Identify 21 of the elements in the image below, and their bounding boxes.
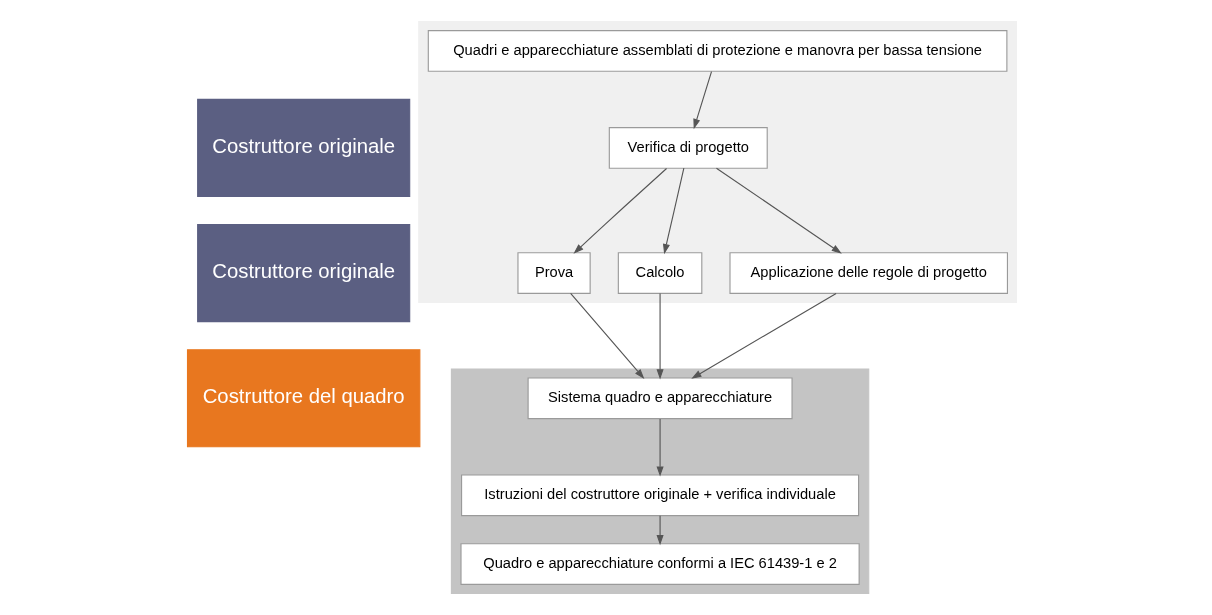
- arrow: [569, 292, 644, 379]
- arrow: [656, 515, 664, 546]
- node-box: Costruttore del quadro: [186, 349, 420, 448]
- node-box: Istruzioni del costruttore originale + verifica individuale: [460, 474, 859, 517]
- arrow: [573, 167, 667, 254]
- node-box: Quadro e apparecchiature conformi a IEC 61439-1 e 2: [459, 543, 860, 585]
- node-box: Prova: [516, 252, 591, 294]
- node-box: Calcolo: [617, 252, 702, 294]
- node-box: Costruttore originale: [196, 98, 410, 197]
- arrow: [656, 292, 664, 380]
- node-box: Sistema quadro e apparecchiature: [527, 377, 793, 420]
- arrow: [690, 292, 837, 379]
- node-box: Costruttore originale: [196, 224, 410, 323]
- arrow: [656, 418, 664, 477]
- arrow: [692, 71, 712, 130]
- node-box: Quadri e apparecchiature assemblati di protezione e manovra per bassa tensione: [427, 30, 1007, 72]
- node-box: Applicazione delle regole di progetto: [728, 252, 1008, 294]
- node-box: Verifica di progetto: [608, 127, 768, 169]
- cluster: [417, 21, 1017, 303]
- arrow: [715, 167, 842, 254]
- arrow: [662, 167, 684, 255]
